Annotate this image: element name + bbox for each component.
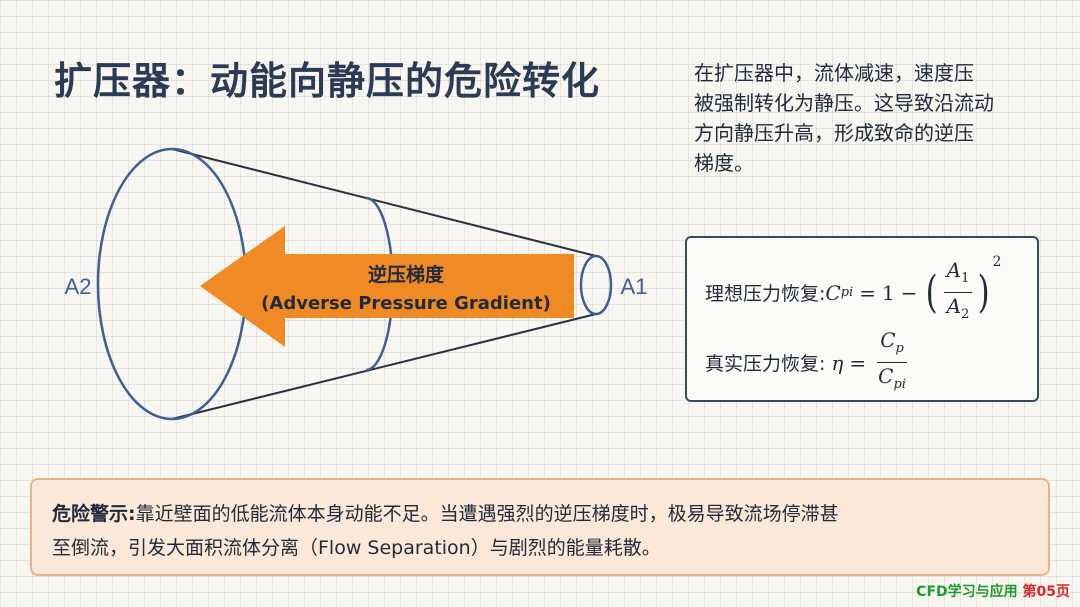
area-label-a1: A1 — [621, 274, 648, 299]
intro-line: 在扩压器中，流体减速，速度压 — [694, 61, 974, 85]
inlet-ellipse-a1 — [579, 254, 613, 316]
intro-line: 方向静压升高，形成致命的逆压 — [694, 121, 974, 145]
page-title: 扩压器：动能向静压的危险转化 — [54, 59, 601, 103]
real-recovery-label: 真实压力恢复: — [705, 353, 826, 375]
cone-top-edge — [171, 148, 597, 257]
arrow-title: 逆压梯度 — [368, 263, 445, 286]
warning-box: 危险警示:靠近壁面的低能流体本身动能不足。当遭遇强烈的逆压梯度时，极易导致流场停… — [30, 478, 1050, 576]
diffuser-diagram: A2 A1 逆压梯度 (Adverse Pressure Gradient) — [65, 147, 648, 421]
intro-text: 在扩压器中，流体减速，速度压 被强制转化为静压。这导致沿流动 方向静压升高，形成… — [694, 58, 1044, 178]
warning-text-line2: 至倒流，引发大面积流体分离（Flow Separation）与剧烈的能量耗散。 — [52, 537, 661, 559]
ideal-recovery-label: 理想压力恢复: — [705, 283, 826, 305]
intro-line: 被强制转化为静压。这导致沿流动 — [694, 91, 994, 115]
cone-bottom-edge — [171, 313, 597, 420]
footer-credit: CFD学习与应用 第05页 — [916, 581, 1070, 601]
adverse-gradient-arrow — [200, 226, 574, 347]
footer-brand: CFD学习与应用 — [916, 584, 1023, 600]
warning-heading: 危险警示: — [52, 503, 136, 525]
area-label-a2: A2 — [65, 274, 92, 299]
intro-line: 梯度。 — [694, 151, 754, 175]
arrow-subtitle: (Adverse Pressure Gradient) — [261, 293, 551, 314]
page-number: 第05页 — [1022, 584, 1070, 600]
warning-text-line1: 靠近壁面的低能流体本身动能不足。当遭遇强烈的逆压梯度时，极易导致流场停滞甚 — [135, 503, 839, 525]
